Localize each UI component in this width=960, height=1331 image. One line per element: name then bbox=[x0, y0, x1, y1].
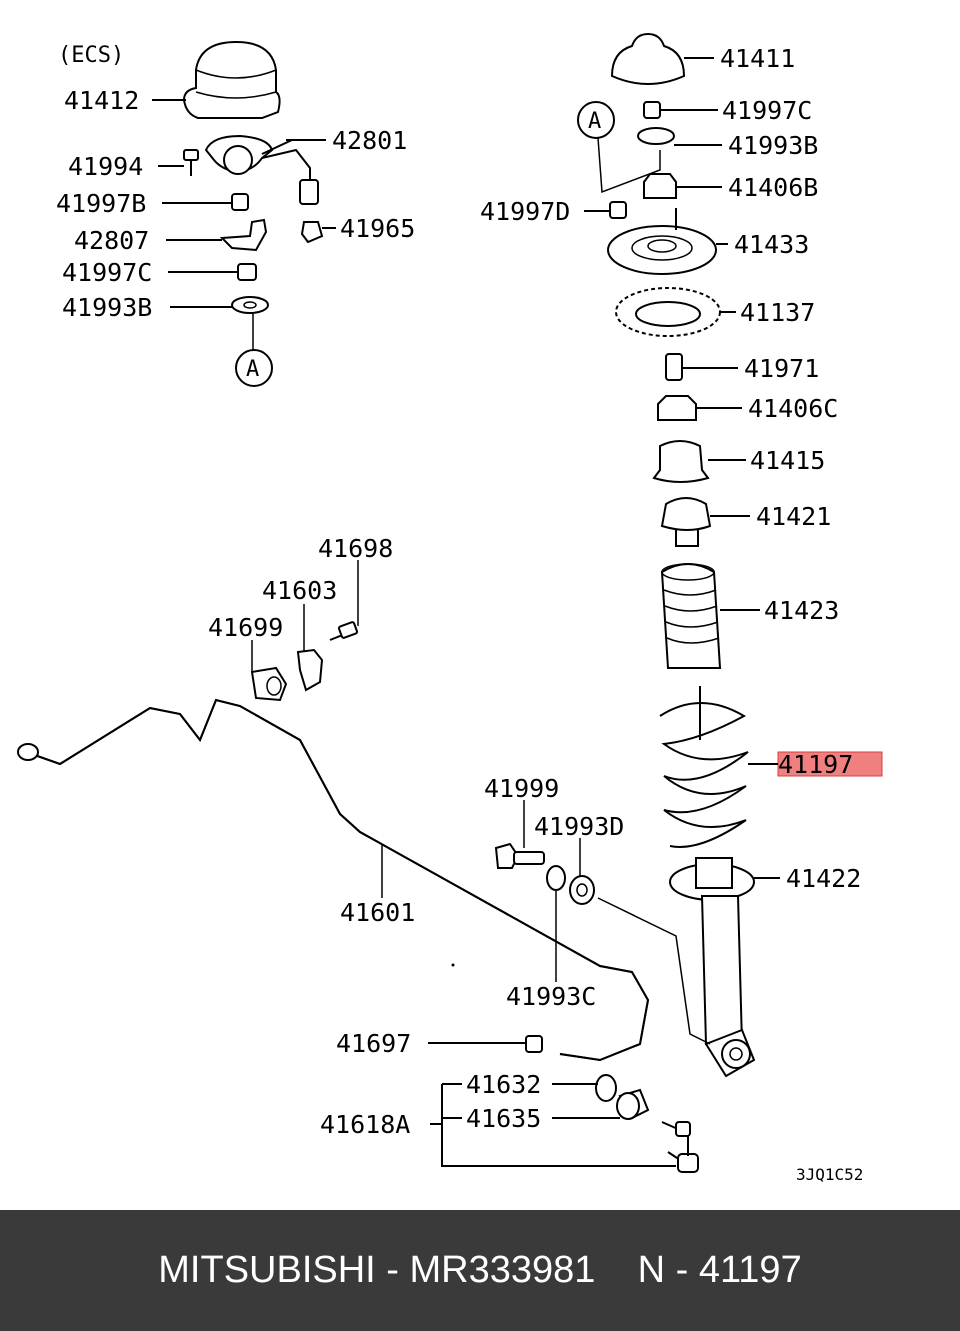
highlight-box-41197 bbox=[777, 751, 883, 777]
part-label-41412[interactable]: 41412 bbox=[64, 86, 139, 115]
nut-41997b bbox=[231, 193, 249, 211]
bushing-41699 bbox=[250, 666, 288, 702]
ecs-actuator bbox=[182, 40, 281, 119]
ecs-bracket bbox=[204, 134, 319, 205]
part-label-41965[interactable]: 41965 bbox=[340, 214, 415, 243]
ref-circle-a-right bbox=[577, 101, 615, 139]
part-label-41993B-left[interactable]: 41993B bbox=[62, 293, 152, 322]
diagram-code: 3JQ1C52 bbox=[796, 1165, 863, 1184]
part-label-41994[interactable]: 41994 bbox=[68, 152, 143, 181]
footer-part-number: MITSUBISHI - MR333981 N - 41197 bbox=[158, 1249, 802, 1291]
nut-41997c-left bbox=[237, 263, 257, 281]
dust-cover-41423 bbox=[660, 563, 722, 669]
washer-41993b-left bbox=[231, 296, 269, 314]
washer-41993b-right bbox=[637, 127, 675, 145]
part-label-41635[interactable]: 41635 bbox=[466, 1104, 541, 1133]
bolt-41994 bbox=[183, 149, 199, 176]
stabilizer-bar-41601 bbox=[17, 698, 650, 1062]
rebound-stopper-41421 bbox=[660, 497, 712, 547]
svg-text:A: A bbox=[588, 109, 601, 134]
shock-absorber bbox=[669, 857, 756, 1078]
part-label-41699[interactable]: 41699 bbox=[208, 613, 283, 642]
spring-seat-41137 bbox=[615, 287, 721, 337]
part-label-41197[interactable]: 41197 bbox=[778, 750, 853, 779]
part-label-41423[interactable]: 41423 bbox=[764, 596, 839, 625]
part-label-41997D[interactable]: 41997D bbox=[480, 197, 570, 226]
part-label-41632[interactable]: 41632 bbox=[466, 1070, 541, 1099]
upper-mount-41433 bbox=[607, 208, 717, 275]
part-label-41698[interactable]: 41698 bbox=[318, 534, 393, 563]
bump-stopper-41415 bbox=[652, 440, 710, 483]
ref-circle-a-left bbox=[235, 349, 273, 387]
footer-bar: MITSUBISHI - MR333981 N - 41197 bbox=[0, 1210, 960, 1331]
part-label-41618A[interactable]: 41618A bbox=[320, 1110, 410, 1139]
nut-41697 bbox=[525, 1035, 543, 1053]
part-label-41422[interactable]: 41422 bbox=[786, 864, 861, 893]
bolt-41698 bbox=[329, 621, 359, 641]
part-label-41971[interactable]: 41971 bbox=[744, 354, 819, 383]
nut-41406b bbox=[643, 173, 677, 199]
link-41618a bbox=[595, 1074, 699, 1173]
part-label-41406C[interactable]: 41406C bbox=[748, 394, 838, 423]
nut-41997d bbox=[609, 201, 627, 219]
part-label-41997C-right[interactable]: 41997C bbox=[722, 96, 812, 125]
part-label-42801[interactable]: 42801 bbox=[332, 126, 407, 155]
part-label-41993D[interactable]: 41993D bbox=[534, 812, 624, 841]
connector-41965 bbox=[300, 221, 324, 244]
part-label-42807[interactable]: 42807 bbox=[74, 226, 149, 255]
part-label-41993C[interactable]: 41993C bbox=[506, 982, 596, 1011]
svg-text:A: A bbox=[246, 357, 259, 382]
washer-41993c bbox=[546, 865, 566, 891]
nut-41406c bbox=[657, 395, 697, 421]
bracket-41603 bbox=[296, 648, 324, 692]
part-label-41697[interactable]: 41697 bbox=[336, 1029, 411, 1058]
bracket-42807 bbox=[219, 218, 268, 252]
part-label-41433[interactable]: 41433 bbox=[734, 230, 809, 259]
part-label-41603[interactable]: 41603 bbox=[262, 576, 337, 605]
bolt-41999 bbox=[494, 842, 545, 869]
bushing-41993d bbox=[569, 875, 595, 905]
part-label-41411[interactable]: 41411 bbox=[720, 44, 795, 73]
part-label-41997B[interactable]: 41997B bbox=[56, 189, 146, 218]
sleeve-41971 bbox=[665, 353, 683, 381]
part-label-41415[interactable]: 41415 bbox=[750, 446, 825, 475]
part-label-41137[interactable]: 41137 bbox=[740, 298, 815, 327]
parts-diagram: (ECS) 41412 42801 41994 41997B 41965 428… bbox=[17, 32, 883, 1184]
part-label-41993B-right[interactable]: 41993B bbox=[728, 131, 818, 160]
ecs-label: (ECS) bbox=[58, 43, 124, 68]
part-label-41601[interactable]: 41601 bbox=[340, 898, 415, 927]
part-label-41421[interactable]: 41421 bbox=[756, 502, 831, 531]
nut-41997c-right bbox=[643, 101, 661, 119]
part-label-41999[interactable]: 41999 bbox=[484, 774, 559, 803]
coil-spring-41197 bbox=[659, 686, 749, 848]
part-label-41997C-left[interactable]: 41997C bbox=[62, 258, 152, 287]
part-label-41406B[interactable]: 41406B bbox=[728, 173, 818, 202]
dust-cap-41411 bbox=[610, 32, 686, 85]
